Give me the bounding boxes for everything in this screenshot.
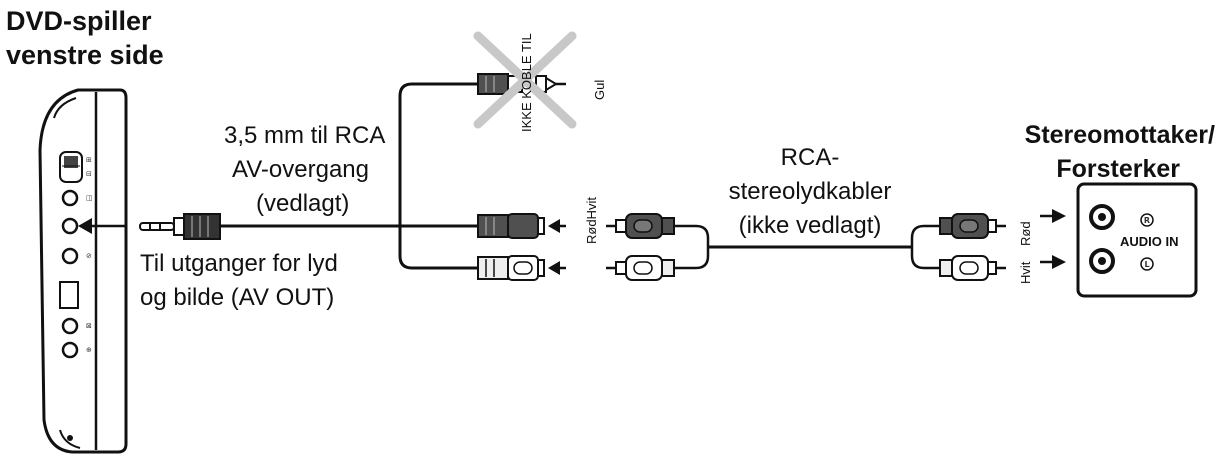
right-channel-mark [1140,213,1154,227]
svg-text:⊠: ⊠ [86,322,92,330]
adapter-white-plug-icon [477,255,545,281]
cable-left-white-plug-icon [606,255,675,281]
jack-1-icon [61,189,79,207]
do-not-connect-cross-icon [473,31,577,129]
svg-text:R: R [1144,216,1150,225]
av-out-jack-icon [61,217,79,235]
outputs-line1: Til utganger for lyd [140,250,338,277]
adapter-line1: 3,5 mm til RCA [224,122,385,149]
adapter-line3: (vedlagt) [256,190,349,217]
cable-line1: RCA- [781,144,840,171]
arrow-left-red-icon [548,219,560,233]
arrow-left-white-icon [548,261,560,275]
rca-cable-left-loop [674,224,710,270]
arrow-right-red-icon [1052,209,1066,223]
adapter-line2: AV-overgang [232,156,369,183]
dvd-player-side: ⊞ ⊟ ◫ ⊡ ⊘ ⊠ ⊕ [38,88,128,454]
adapter-red-plug-icon [477,213,545,239]
player-title-line1: DVD-spiller [6,6,152,36]
yellow-branch-cable [398,82,478,226]
jack-6-icon [61,341,79,359]
svg-text:⊘: ⊘ [86,252,92,260]
usb-port-icon [59,281,79,309]
svg-text:◫: ◫ [86,194,93,202]
jack-3-icon [61,247,79,265]
adapter-color-label: RødHvit [584,197,599,244]
yellow-color-label: Gul [592,80,607,100]
svg-text:⊟: ⊟ [86,170,92,178]
cable-right-white-plug-icon [939,255,1006,281]
cable-line3: (ikke vedlagt) [739,212,882,239]
svg-text:⊞: ⊞ [86,156,92,164]
player-title-line2: venstre side [6,40,164,70]
left-channel-mark [1140,257,1154,271]
insert-arrow-icon [78,218,126,234]
cable-left-red-plug-icon [606,213,675,239]
do-not-connect-label: IKKE KOBLE TIL [519,33,534,132]
svg-text:L: L [1144,260,1149,269]
outputs-line2: og bilde (AV OUT) [140,284,334,311]
receiver-title-line2: Forsterker [1056,155,1180,183]
jack-5-icon [61,317,79,335]
white-branch-cable [398,226,478,270]
audio-in-label: AUDIO IN [1120,234,1179,249]
mini-jack-plug-icon [139,213,221,240]
svg-text:⊕: ⊕ [86,346,92,354]
rca-cable-right-loop [910,224,940,270]
cable-right-red-plug-icon [939,213,1006,239]
receiver-white-label: Hvit [1018,261,1033,284]
receiver-red-label: Rød [1018,221,1033,246]
receiver-panel: R L AUDIO IN [1076,182,1198,298]
receiver-title-line1: Stereomottaker/ [1025,121,1215,149]
cable-line2: stereolydkabler [729,178,892,205]
arrow-right-white-icon [1052,255,1066,269]
